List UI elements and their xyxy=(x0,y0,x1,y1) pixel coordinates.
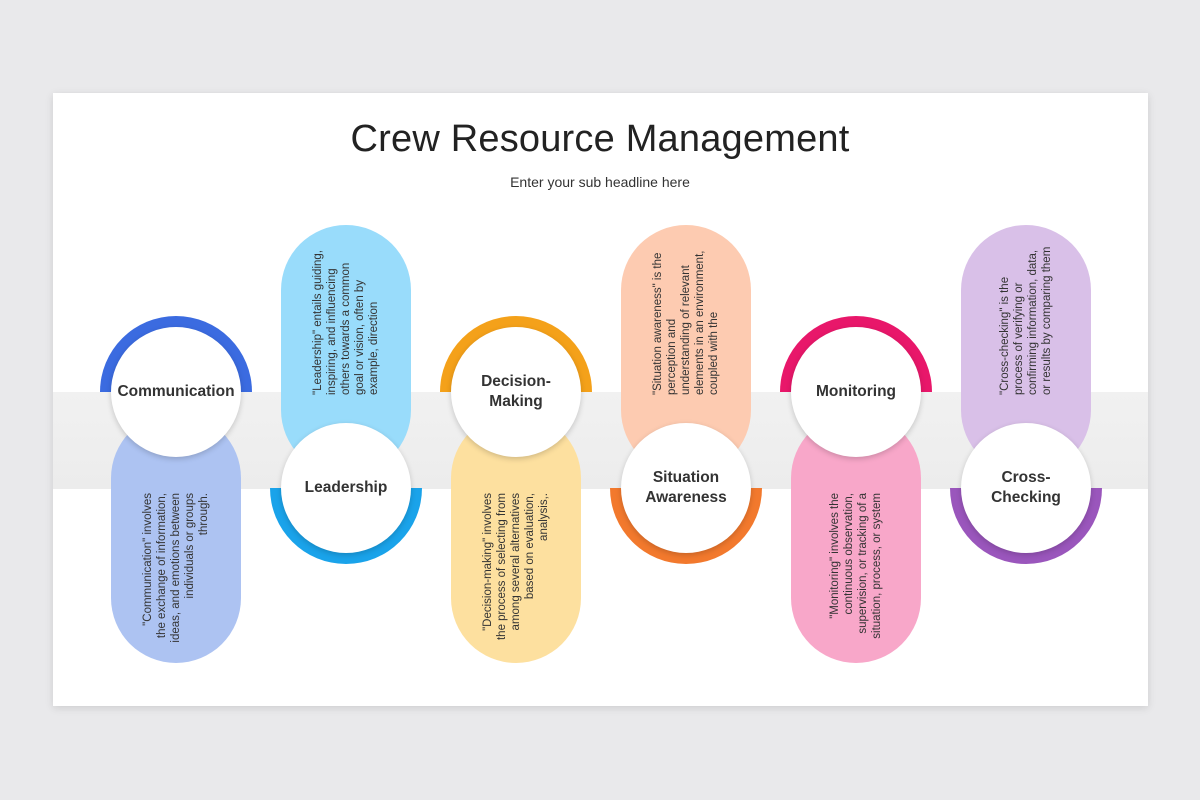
slide-subtitle: Enter your sub headline here xyxy=(510,174,690,190)
step-leadership-label: Leadership xyxy=(304,479,388,496)
step-cross-checking-label: Cross- Checking xyxy=(991,469,1061,506)
step-leadership-description: "Leadership" entails guiding, inspiring,… xyxy=(312,250,380,395)
step-monitoring-description: "Monitoring" involves the continuous obs… xyxy=(829,493,883,639)
step-situation-awareness-node: Situation Awareness xyxy=(621,423,751,553)
step-decision-making-node: Decision- Making xyxy=(451,327,581,457)
step-situation-awareness-description: "Situation awareness" is the perception … xyxy=(652,250,720,395)
step-communication-node: Communication xyxy=(111,327,241,457)
step-decision-making-description: "Decision-making" involves the process o… xyxy=(482,493,550,641)
step-cross-checking-description: "Cross-checking" is the process of verif… xyxy=(999,246,1053,395)
step-cross-checking-node: Cross- Checking xyxy=(961,423,1091,553)
slide-title: Crew Resource Management xyxy=(350,118,850,160)
step-leadership-node: Leadership xyxy=(281,423,411,553)
step-situation-awareness-label: Situation Awareness xyxy=(645,469,727,506)
step-monitoring-label: Monitoring xyxy=(815,383,897,400)
step-monitoring-node: Monitoring xyxy=(791,327,921,457)
step-communication-description: "Communication" involves the exchange of… xyxy=(142,493,210,643)
step-decision-making-label: Decision- Making xyxy=(481,373,551,410)
step-communication-label: Communication xyxy=(117,383,235,400)
